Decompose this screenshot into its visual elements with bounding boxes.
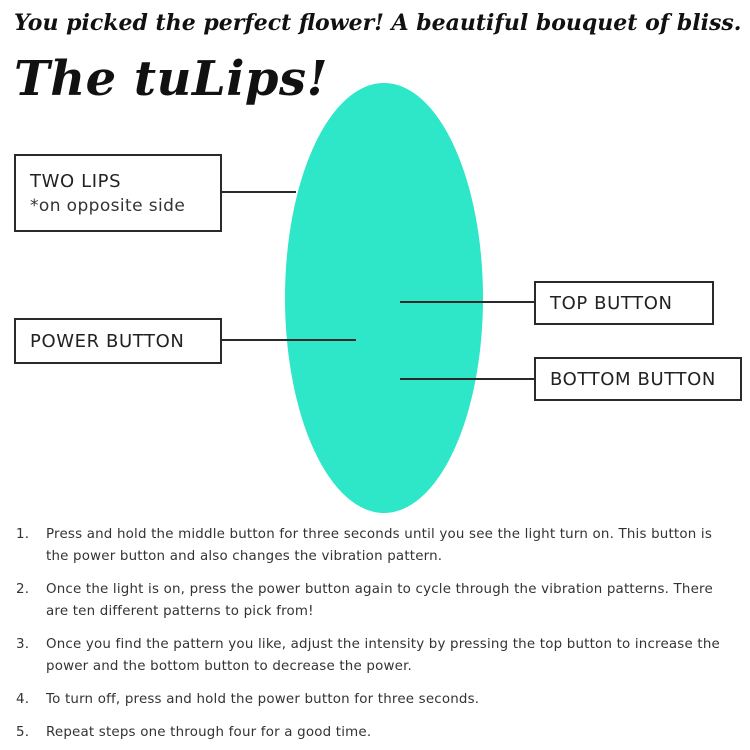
product-title: The tuLips! (14, 51, 329, 107)
callout-two-lips: TWO LIPS *on opposite side (14, 154, 222, 232)
step-text: Once the light is on, press the power bu… (46, 582, 713, 619)
tagline: You picked the perfect flower! A beautif… (14, 10, 742, 36)
callout-power-button-label: POWER BUTTON (30, 330, 185, 352)
step-text: Press and hold the middle button for thr… (46, 527, 713, 564)
instructions-list: 1. Press and hold the middle button for … (16, 524, 738, 750)
step-number: 5. (16, 725, 30, 740)
callout-two-lips-label: TWO LIPS (30, 170, 122, 192)
step-number: 2. (16, 582, 30, 597)
callout-top-button-label: TOP BUTTON (550, 292, 673, 314)
callout-bottom-button-label: BOTTOM BUTTON (550, 368, 716, 390)
callout-top-button: TOP BUTTON (534, 281, 714, 325)
instruction-step: 1. Press and hold the middle button for … (16, 524, 738, 568)
step-number: 3. (16, 637, 30, 652)
step-text: Repeat steps one through four for a good… (46, 725, 372, 740)
callout-bottom-button: BOTTOM BUTTON (534, 357, 742, 401)
callout-two-lips-note: *on opposite side (30, 195, 186, 216)
step-text: Once you find the pattern you like, adju… (46, 637, 720, 674)
step-number: 1. (16, 527, 30, 542)
step-text: To turn off, press and hold the power bu… (46, 692, 480, 707)
device-body (285, 83, 483, 513)
instruction-step: 3. Once you find the pattern you like, a… (16, 634, 738, 678)
instruction-step: 5. Repeat steps one through four for a g… (16, 722, 738, 744)
instruction-step: 2. Once the light is on, press the power… (16, 579, 738, 623)
callout-power-button: POWER BUTTON (14, 318, 222, 364)
instruction-step: 4. To turn off, press and hold the power… (16, 689, 738, 711)
step-number: 4. (16, 692, 30, 707)
